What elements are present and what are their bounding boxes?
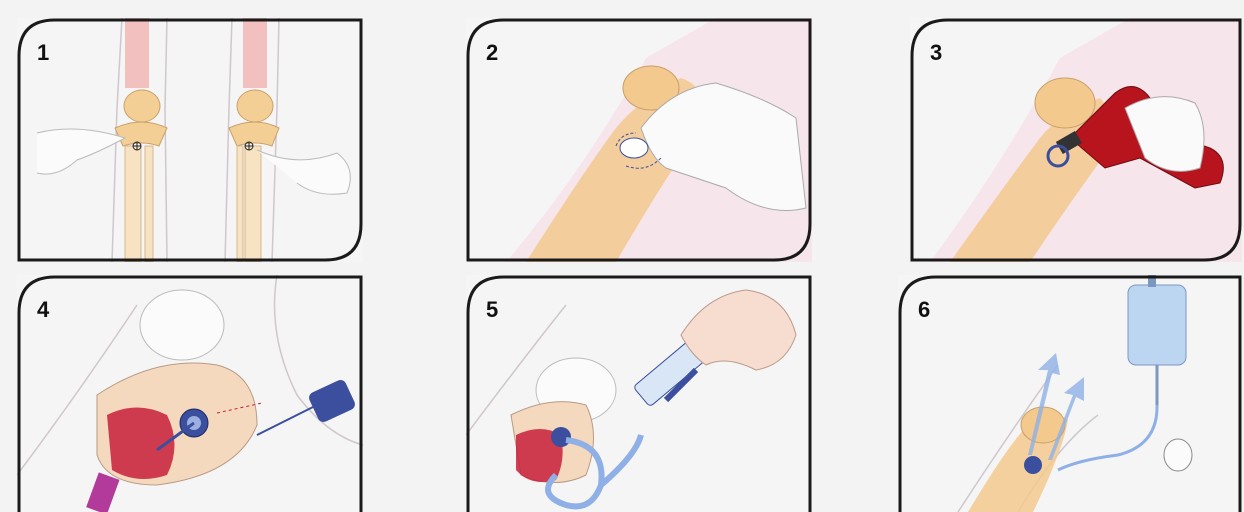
needle-hub [551, 427, 571, 447]
step-3-panel: 3 [910, 18, 1242, 262]
step-1-illustration [17, 18, 363, 262]
step-number: 2 [486, 40, 498, 66]
step-2-panel: 2 [466, 18, 812, 262]
pressure-bulb [1164, 439, 1192, 471]
step-number: 4 [37, 297, 49, 323]
bone-shaft [86, 472, 119, 512]
step-number: 3 [930, 40, 942, 66]
hand [681, 290, 796, 370]
step-1-panel: 1 [17, 18, 363, 262]
step-number: 5 [486, 297, 498, 323]
step-4-illustration [17, 275, 363, 512]
step-number: 1 [37, 40, 49, 66]
needle-hub [1024, 456, 1042, 474]
left-hand [37, 129, 125, 174]
right-leg [225, 18, 279, 262]
iv-bag [1128, 275, 1186, 405]
step-3-illustration [910, 18, 1242, 262]
swab [620, 138, 648, 158]
step-6-panel: 6 [898, 275, 1242, 512]
step-4-panel: 4 [17, 275, 363, 512]
step-number: 6 [918, 297, 930, 323]
step-6-illustration [898, 275, 1242, 512]
step-5-panel: 5 [466, 275, 812, 512]
step-2-illustration [466, 18, 812, 262]
step-5-illustration [466, 275, 812, 512]
right-hand [257, 150, 350, 194]
